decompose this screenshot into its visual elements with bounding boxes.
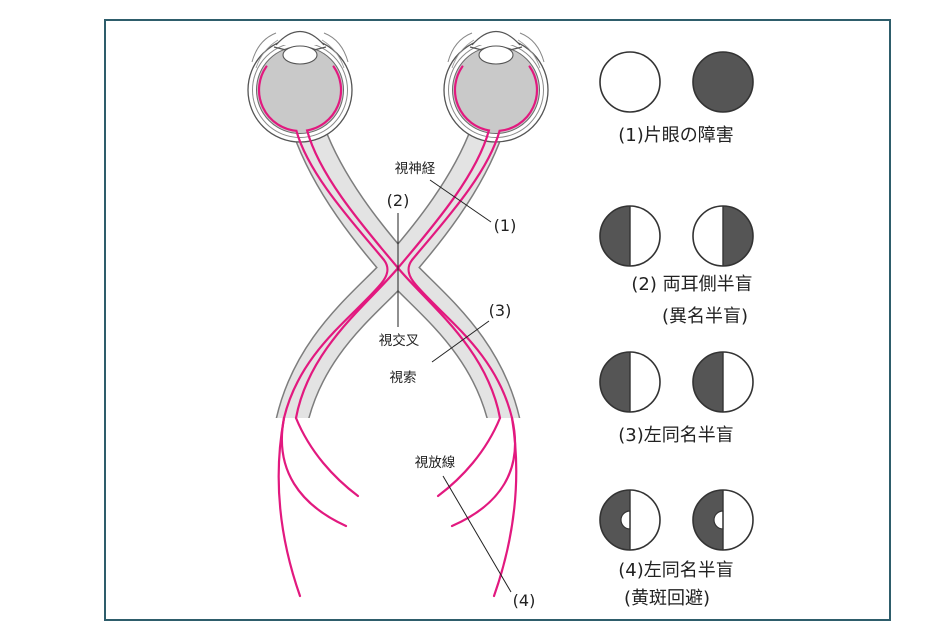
visual-field-right-eye-defect <box>693 352 723 412</box>
right-eye-temporal-fiber <box>407 65 539 420</box>
label-optic-tract: 視索 <box>390 370 417 386</box>
visual-field-left-eye <box>600 52 660 112</box>
lesion-marker-3: (3) <box>489 301 512 320</box>
visual-field-label-3: (3)左同名半盲 <box>618 425 734 446</box>
right-radiation-fiber-mid <box>450 416 517 528</box>
leader-line-optic-nerve <box>429 179 492 223</box>
nerve-fibers <box>257 65 539 598</box>
left-eyeball <box>247 30 353 143</box>
right-radiation-fiber-short <box>436 416 502 498</box>
left-radiation-fiber-mid <box>280 416 348 528</box>
lesion-marker-4: (4) <box>513 591 536 610</box>
visual-field-label-4: (4)左同名半盲 <box>618 560 734 581</box>
visual-field-row-2: (2) 両耳側半盲 (異名半盲) <box>599 205 754 327</box>
visual-field-left-eye-defect <box>600 206 630 266</box>
right-eye-nasal-fiber <box>294 65 491 420</box>
visual-field-right-eye-defect <box>693 490 723 550</box>
visual-field-sublabel-4: (黄斑回避) <box>624 588 710 609</box>
visual-field-left-eye-defect <box>600 352 630 412</box>
figure-frame <box>104 19 891 621</box>
label-optic-chiasm: 視交叉 <box>379 332 420 349</box>
leader-line-optic-tract <box>431 320 490 363</box>
visual-field-row-1: (1)片眼の障害 <box>599 51 754 146</box>
left-eye-temporal-fiber <box>257 65 389 420</box>
visual-field-row-4: (4)左同名半盲 (黄斑回避) <box>599 489 754 609</box>
left-radiation-fiber-short <box>294 416 360 498</box>
label-optic-radiation: 視放線 <box>415 455 456 471</box>
visual-field-row-3: (3)左同名半盲 <box>599 351 754 446</box>
visual-field-right-eye-blind <box>693 52 753 112</box>
lesion-marker-2: (2) <box>387 191 410 210</box>
leader-line-optic-radiation <box>442 475 512 593</box>
visual-field-label-1: (1)片眼の障害 <box>618 125 734 146</box>
lesion-marker-1: (1) <box>494 216 517 235</box>
visual-field-left-eye-macular-sparing <box>620 510 631 530</box>
visual-field-sublabel-2: (異名半盲) <box>662 306 748 327</box>
visual-field-right-eye-macular-sparing <box>713 510 724 530</box>
visual-field-right-eye-defect <box>723 206 753 266</box>
visual-field-left-eye-outline <box>599 51 661 113</box>
label-optic-nerve: 視神経 <box>395 161 436 177</box>
visual-field-left-eye-defect <box>600 490 630 550</box>
visual-field-label-2: (2) 両耳側半盲 <box>631 274 752 295</box>
right-eyeball <box>443 30 549 143</box>
visual-field-right-eye-outline <box>692 51 754 113</box>
left-eye-nasal-fiber <box>305 65 502 420</box>
